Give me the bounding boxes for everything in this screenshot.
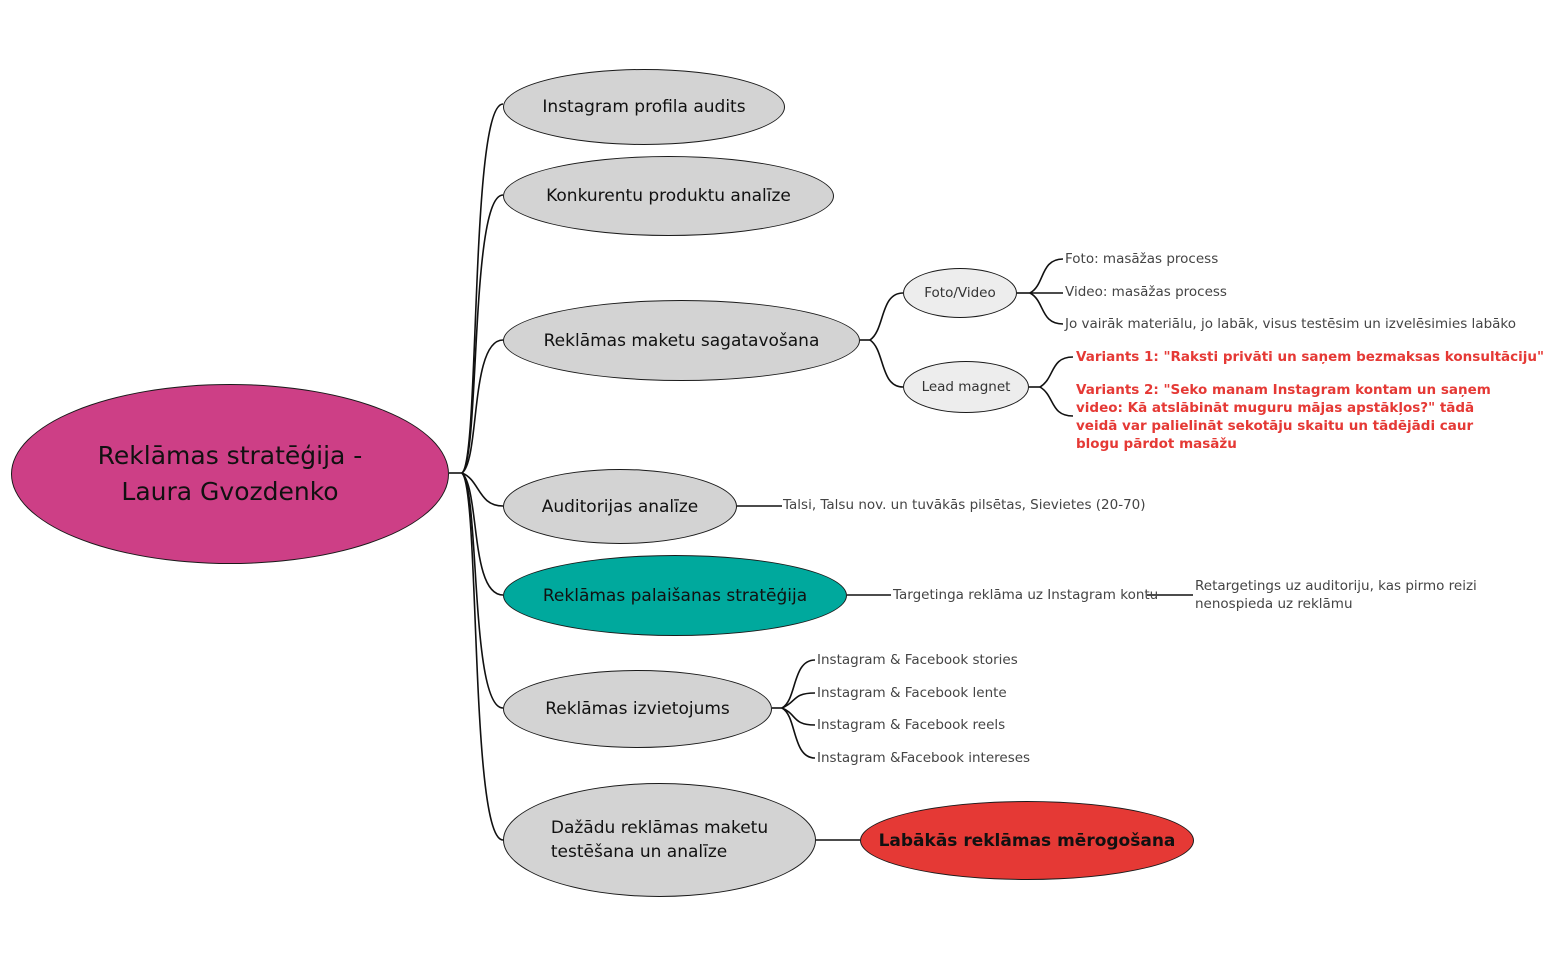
node-best-ad-scaling[interactable]: Labākās reklāmas mērogošana: [860, 801, 1194, 880]
leaf-placement-interests: Instagram &Facebook intereses: [817, 750, 1031, 766]
root-title-line2: Laura Gvozdenko: [121, 477, 339, 506]
branch-label-line1: Dažādu reklāmas maketu: [550, 818, 769, 838]
branch-audience-analysis[interactable]: Auditorijas analīze: [503, 469, 737, 544]
node-label: Labākās reklāmas mērogošana: [878, 830, 1176, 851]
branch-label: Reklāmas izvietojums: [545, 699, 730, 719]
leaf-placement-reels: Instagram & Facebook reels: [817, 717, 1006, 733]
leaf-video: Video: masāžas process: [1065, 284, 1227, 300]
leaf-variant-2: Variants 2: "Seko manam Instagram kontam…: [1076, 382, 1491, 452]
branch-competitor-analysis[interactable]: Konkurentu produktu analīze: [503, 156, 834, 236]
leaf-audience-detail: Talsi, Talsu nov. un tuvākās pilsētas, S…: [783, 497, 1146, 513]
branch-launch-strategy[interactable]: Reklāmas palaišanas stratēģija: [503, 555, 847, 636]
node-label: Foto/Video: [924, 285, 996, 301]
root-node[interactable]: Reklāmas stratēģija - Laura Gvozdenko: [11, 384, 449, 564]
root-title-line1: Reklāmas stratēģija -: [97, 441, 363, 470]
branch-instagram-audit[interactable]: Instagram profila audits: [503, 69, 785, 145]
leaf-variant-1: Variants 1: "Raksti privāti un saņem bez…: [1076, 349, 1545, 365]
node-foto-video[interactable]: Foto/Video: [903, 268, 1017, 318]
leaf-placement-feed: Instagram & Facebook lente: [817, 685, 1007, 701]
branch-label-line2: testēšana un analīze: [550, 842, 728, 862]
leaf-retargeting: Retargetings uz auditoriju, kas pirmo re…: [1195, 578, 1477, 612]
node-label: Lead magnet: [921, 379, 1011, 395]
leaf-targeting: Targetinga reklāma uz Instagram kontu: [893, 587, 1159, 603]
branch-ad-placement[interactable]: Reklāmas izvietojums: [503, 670, 772, 748]
branch-label: Auditorijas analīze: [541, 496, 699, 517]
branch-label: Instagram profila audits: [542, 97, 746, 117]
branch-label: Reklāmas maketu sagatavošana: [543, 330, 820, 351]
branch-ad-testing[interactable]: Dažādu reklāmas maketu testēšana un anal…: [503, 783, 816, 897]
branch-ad-preparation[interactable]: Reklāmas maketu sagatavošana: [503, 300, 860, 381]
node-lead-magnet[interactable]: Lead magnet: [903, 361, 1029, 413]
branch-label: Reklāmas palaišanas stratēģija: [542, 585, 808, 606]
leaf-placement-stories: Instagram & Facebook stories: [817, 652, 1018, 668]
branch-label: Konkurentu produktu analīze: [546, 186, 791, 206]
leaf-more-material: Jo vairāk materiālu, jo labāk, visus tes…: [1065, 316, 1517, 332]
leaf-foto: Foto: masāžas process: [1065, 251, 1219, 267]
